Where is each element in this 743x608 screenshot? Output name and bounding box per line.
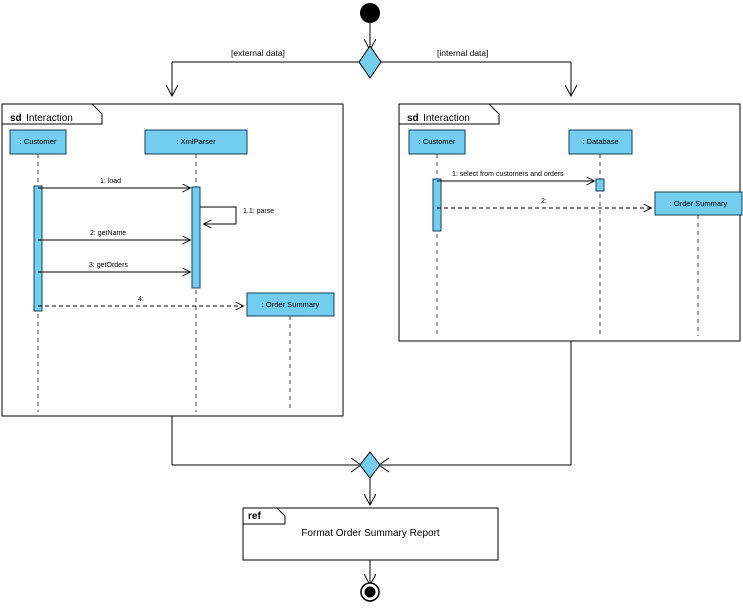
message-m1-label: 1: load <box>100 178 122 185</box>
ref-frame <box>242 507 499 561</box>
initial-node <box>360 3 380 23</box>
ll-order-summary-right-label: : Order Summary <box>669 199 728 208</box>
message-m3-label: 3: getOrders <box>89 262 128 269</box>
message-m1-1 <box>200 206 237 224</box>
ll-xmlparser <box>144 129 248 412</box>
ll-customer-left <box>9 129 67 412</box>
ll-database-label: : Database <box>582 137 619 146</box>
right-frame-name: Interaction <box>423 113 470 124</box>
guard-internal-data: [internal data] <box>437 48 489 58</box>
left-interaction-frame <box>1 103 344 417</box>
decision-diamond <box>358 45 382 79</box>
message-rm1-label: 1: select from customers and orders <box>452 171 564 178</box>
merge-diamond <box>359 451 381 479</box>
message-m4-label: 4: <box>138 296 144 303</box>
left-frame-header: sd Interaction <box>10 108 73 126</box>
activity-final-node <box>360 582 380 602</box>
ll-order-summary-left-label: : Order Summary <box>261 300 320 309</box>
guard-external-data: [external data] <box>231 48 285 58</box>
right-frame-header: sd Interaction <box>407 108 470 126</box>
ll-customer-right <box>408 129 466 336</box>
message-m1-1-label: 1.1: parse <box>243 208 275 215</box>
left-frame-name: Interaction <box>26 113 73 124</box>
ll-xmlparser-label: : XmlParser <box>176 137 216 146</box>
ll-customer-left-label: : Customer <box>19 137 57 146</box>
ll-database <box>568 129 633 336</box>
left-frame-keyword: sd <box>10 113 22 124</box>
message-rm2-label: 2: <box>541 198 547 205</box>
ll-customer-right-label: : Customer <box>418 137 456 146</box>
ref-frame-name: Format Order Summary Report <box>301 528 440 539</box>
ref-frame-keyword: ref <box>248 511 261 522</box>
right-frame-keyword: sd <box>407 113 419 124</box>
message-m2-label: 2: getName <box>90 230 127 237</box>
ll-order-summary-left <box>246 292 335 412</box>
ll-order-summary-right <box>654 191 743 336</box>
